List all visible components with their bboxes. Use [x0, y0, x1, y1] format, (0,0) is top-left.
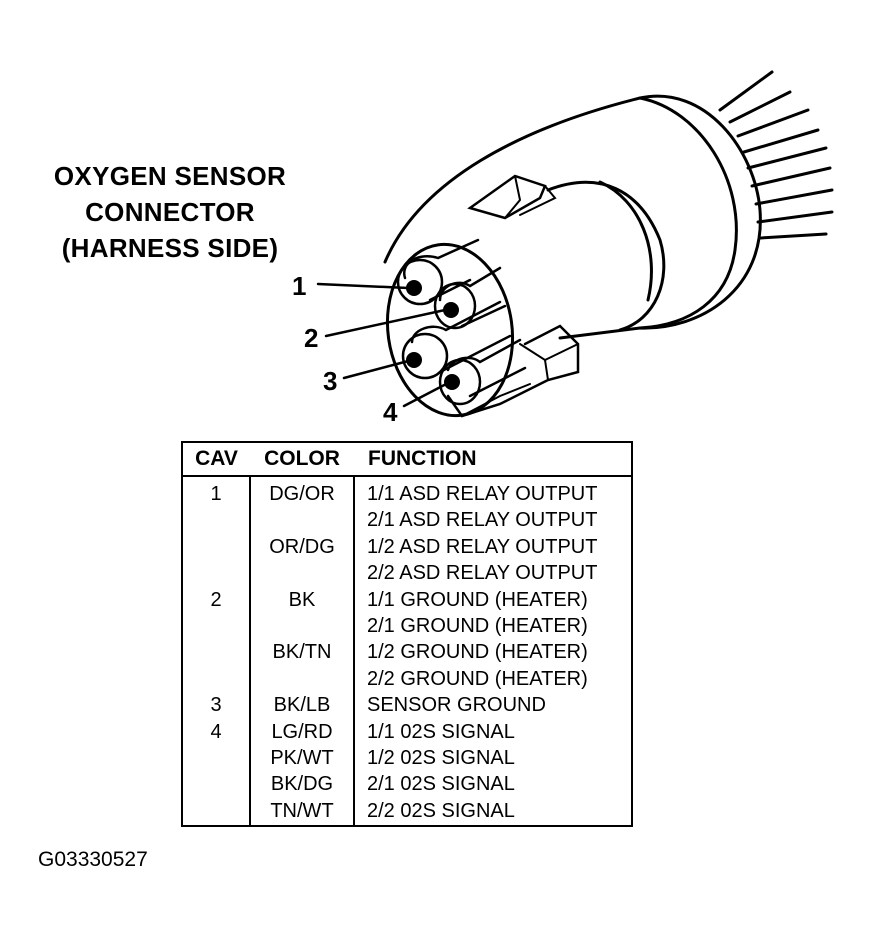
cav-cell: 2 — [210, 588, 222, 611]
header-color: COLOR — [250, 442, 354, 477]
color-cell — [252, 613, 352, 639]
pinout-table: CAV COLOR FUNCTION 1 2 3 4 DG/ — [181, 441, 633, 828]
cav-column: 1 2 3 4 — [182, 476, 251, 827]
function-cell: 1/2 02S SIGNAL — [367, 746, 515, 769]
function-cell: 2/2 02S SIGNAL — [367, 799, 515, 822]
connector-illustration — [316, 70, 834, 418]
cav-cell — [184, 745, 248, 771]
color-cell: BK/TN — [272, 641, 332, 664]
cav-cell: 4 — [210, 720, 222, 743]
function-cell: 2/1 ASD RELAY OUTPUT — [367, 509, 598, 532]
header-function: FUNCTION — [354, 442, 632, 477]
cav-cell — [184, 639, 248, 665]
table-header-row: CAV COLOR FUNCTION — [182, 442, 632, 477]
harness-wires — [718, 70, 834, 240]
cav-cell — [184, 798, 248, 824]
color-cell: BK — [288, 588, 316, 611]
function-cell: SENSOR GROUND — [367, 694, 546, 717]
pin-dots — [406, 280, 460, 390]
diagram-title: OXYGEN SENSOR CONNECTOR (HARNESS SIDE) — [20, 158, 320, 266]
color-cell: BK/DG — [270, 773, 334, 796]
header-cav: CAV — [182, 442, 250, 477]
function-cell: 2/1 GROUND (HEATER) — [367, 614, 588, 637]
color-cell — [252, 666, 352, 692]
pin-label-3: 3 — [323, 366, 338, 396]
cav-cell — [184, 771, 248, 797]
color-cell: PK/WT — [270, 746, 334, 769]
pin-2-dot — [443, 302, 459, 318]
connector-body — [383, 94, 762, 418]
color-cell: BK/LB — [273, 694, 331, 717]
function-cell: 2/1 02S SIGNAL — [367, 773, 515, 796]
pin-label-2: 2 — [304, 323, 319, 353]
color-cell — [252, 560, 352, 586]
color-cell: OR/DG — [269, 535, 335, 558]
function-cell: 1/1 GROUND (HEATER) — [367, 588, 588, 611]
cav-cell — [184, 507, 248, 533]
title-line-3: (HARNESS SIDE) — [61, 233, 279, 263]
pin-label-1: 1 — [292, 271, 307, 301]
pin-leader-lines — [316, 282, 452, 408]
figure-id: G03330527 — [38, 848, 148, 871]
function-cell: 2/2 GROUND (HEATER) — [367, 667, 588, 690]
color-column: DG/OR OR/DG BK BK/TN BK/LB LG/RD PK/WT B… — [250, 476, 355, 827]
color-cell: TN/WT — [270, 799, 334, 822]
function-cell: 1/2 GROUND (HEATER) — [367, 641, 588, 664]
function-cell: 1/1 02S SIGNAL — [367, 720, 515, 743]
cav-cell — [184, 560, 248, 586]
cav-cell — [184, 613, 248, 639]
pin-1-dot — [406, 280, 422, 296]
pin-cavities — [396, 238, 527, 406]
pin-4-dot — [444, 374, 460, 390]
cav-cell: 3 — [210, 694, 222, 717]
pin-3-dot — [406, 352, 422, 368]
cav-cell: 1 — [210, 483, 222, 505]
pin-label-4: 4 — [383, 397, 398, 427]
function-cell: 1/1 ASD RELAY OUTPUT — [367, 483, 598, 505]
color-cell — [252, 507, 352, 533]
title-line-1: OXYGEN SENSOR — [53, 161, 287, 191]
cav-cell — [184, 666, 248, 692]
function-cell: 1/2 ASD RELAY OUTPUT — [367, 535, 598, 558]
color-cell: DG/OR — [269, 483, 335, 505]
function-column: 1/1 ASD RELAY OUTPUT 2/1 ASD RELAY OUTPU… — [354, 476, 632, 826]
color-cell: LG/RD — [271, 720, 333, 743]
cav-cell — [184, 534, 248, 560]
function-cell: 2/2 ASD RELAY OUTPUT — [367, 562, 598, 585]
title-line-2: CONNECTOR — [85, 197, 255, 227]
